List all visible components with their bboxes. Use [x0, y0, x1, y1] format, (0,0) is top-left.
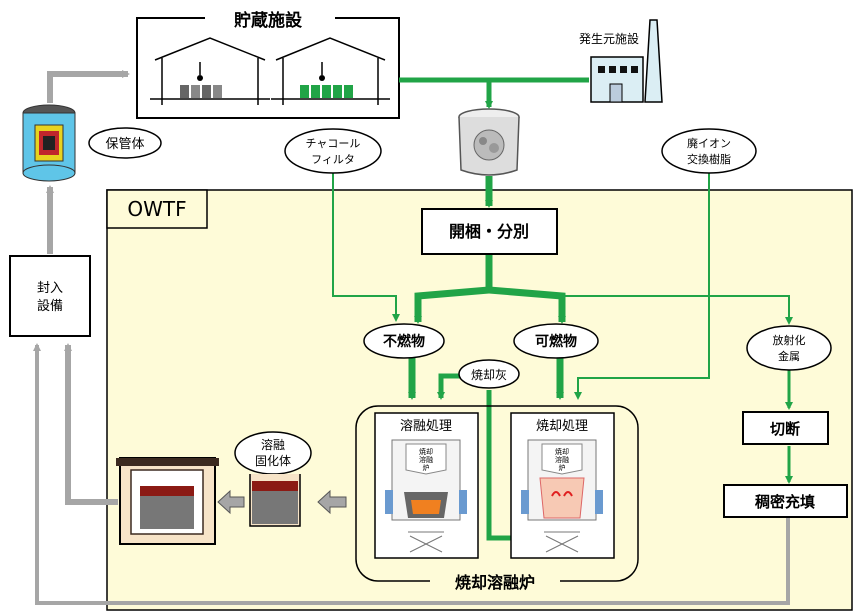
- flow-to-activated-metal: [560, 295, 793, 325]
- noncombustible-bubble: [363, 323, 445, 359]
- sealing-equipment-box: [9, 255, 91, 337]
- sealing-label-line2: 設備: [37, 298, 63, 314]
- charcoal-label-line2: フィルタ: [311, 153, 355, 166]
- charcoal-filter-bubble: [284, 128, 382, 174]
- flow-ion-resin: [574, 172, 710, 400]
- owtf-area: [106, 189, 853, 611]
- unpack-sort-box: [421, 208, 558, 255]
- solidified-block-icon: [249, 474, 301, 527]
- generator-label: 発生元施設: [579, 31, 639, 46]
- charcoal-label-line1: チャコール: [306, 137, 361, 150]
- molten-solid-line2: 固化体: [255, 454, 291, 468]
- flow-to-noncombustible: [414, 286, 490, 324]
- unpack-label: 開梱・分別: [449, 222, 529, 241]
- flow-ash-to-melting: [437, 373, 462, 400]
- drum-icon: [458, 108, 520, 176]
- flow-container-to-storage: [47, 70, 130, 103]
- resin-label-line1: 廃イオン: [687, 136, 731, 150]
- package-icon: [116, 457, 219, 545]
- container-icon: [22, 104, 76, 182]
- activated-metal-line1: 放射化: [773, 333, 806, 347]
- melting-label: 溶融処理: [400, 419, 452, 434]
- cutting-label: 切断: [770, 420, 800, 438]
- ash-label: 焼却灰: [471, 368, 507, 382]
- owtf-label: OWTF: [127, 197, 186, 221]
- furnace-caption-3: 炉: [559, 463, 566, 472]
- dense-fill-label: 稠密充填: [754, 493, 815, 511]
- flow-dense-fill-to-sealing: [33, 343, 790, 605]
- container-label: 保管体: [105, 137, 144, 152]
- arrow-melting-to-block: [317, 489, 347, 515]
- molten-solid-line1: 溶融: [261, 437, 285, 452]
- activated-metal-line2: 金属: [778, 349, 800, 363]
- melting-process-panel: 溶融処理 焼却 溶融 炉: [374, 412, 479, 559]
- resin-label-line2: 交換樹脂: [687, 152, 731, 166]
- ash-bubble: [458, 359, 520, 389]
- furnace-label: 焼却溶融炉: [455, 573, 535, 592]
- furnace-caption-2: 溶融: [555, 455, 569, 464]
- generator-facility-icon: [590, 19, 663, 103]
- owtf-tag: [106, 189, 208, 229]
- activated-metal-bubble: [746, 325, 832, 371]
- sealing-label-line1: 封入: [37, 281, 63, 296]
- storage-building-icon: [271, 37, 390, 105]
- furnace-caption-1: 焼却: [555, 447, 569, 456]
- furnace-caption-3: 炉: [423, 463, 430, 472]
- combustible-bubble: [513, 323, 599, 359]
- storage-title: 貯蔵施設: [234, 10, 303, 31]
- container-bubble: [88, 127, 162, 159]
- incineration-label: 焼却処理: [536, 419, 588, 434]
- furnace-caption-1: 焼却: [419, 447, 433, 456]
- arrow-block-to-package: [217, 489, 245, 515]
- incineration-process-panel: 焼却処理 焼却 溶融 炉: [510, 412, 615, 559]
- cutting-box: [742, 411, 829, 445]
- noncombustible-label: 不燃物: [383, 333, 425, 350]
- flow-charcoal-filter: [332, 172, 400, 322]
- storage-building-icon: [150, 37, 270, 105]
- combustible-label: 可燃物: [535, 333, 577, 350]
- furnace-caption-2: 溶融: [419, 455, 433, 464]
- ion-resin-bubble: [661, 128, 757, 174]
- storage-facility: 貯蔵施設: [136, 6, 400, 119]
- flow-package-to-sealing: [64, 343, 118, 505]
- dense-fill-box: [723, 484, 848, 518]
